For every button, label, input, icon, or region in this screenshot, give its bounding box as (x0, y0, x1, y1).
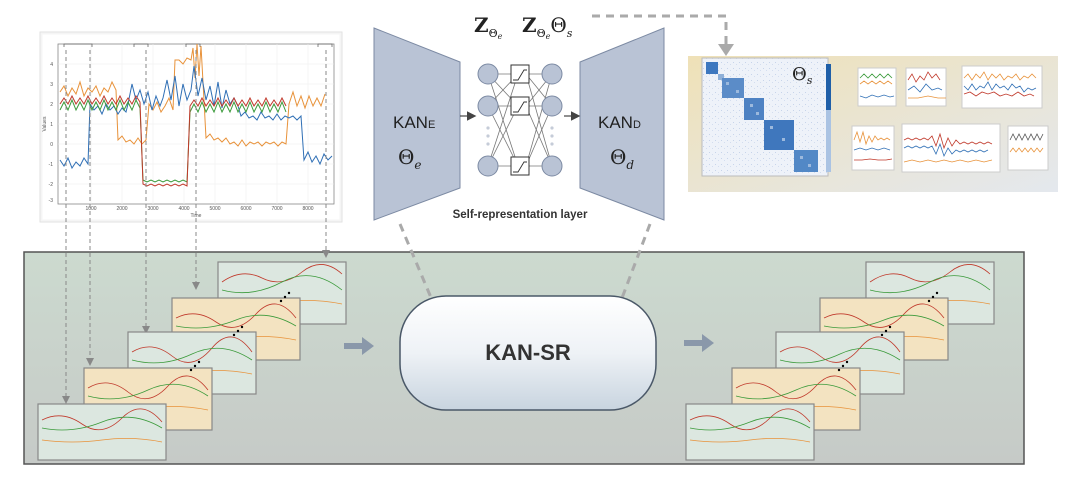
decoder-label: KAND (598, 113, 641, 132)
cluster-thumbnail (857, 67, 897, 107)
network-node (541, 63, 563, 85)
latent-formula-z: ZΘe (474, 13, 503, 41)
timeseries-plot (39, 31, 343, 223)
x-tick: 8000 (302, 206, 313, 212)
y-tick: 1 (50, 122, 53, 128)
output-window (685, 403, 815, 461)
input-window (37, 403, 167, 461)
x-tick: 2000 (116, 206, 127, 212)
network-node (477, 155, 499, 177)
output-window-stack (685, 261, 995, 461)
y-axis-label: Values (42, 116, 48, 131)
y-tick: -1 (49, 162, 54, 168)
network-node (477, 95, 499, 117)
self-representation-label: Self-representation layer (453, 209, 588, 221)
network-node (541, 95, 563, 117)
y-tick: 0 (50, 142, 53, 148)
y-tick: -2 (49, 182, 54, 188)
spline-activation-box (510, 64, 530, 84)
x-axis-label: Time (191, 213, 202, 219)
series-orange (59, 43, 326, 147)
x-tick: 5000 (209, 206, 220, 212)
series-blue (59, 65, 333, 170)
spline-activation-box (510, 96, 530, 116)
y-tick: 2 (50, 102, 53, 108)
input-arrow (344, 337, 374, 355)
output-arrow (684, 334, 714, 352)
x-tick: 7000 (271, 206, 282, 212)
encoder-trapezoid (373, 27, 461, 221)
affinity-label: Θs (792, 64, 813, 87)
x-tick: 4000 (178, 206, 189, 212)
spline-activation-box (510, 156, 530, 176)
affinity-matrix (701, 57, 829, 177)
network-node (477, 63, 499, 85)
input-window-stack (37, 261, 347, 461)
kan-sr-block (399, 295, 657, 411)
cluster-thumbnails (851, 65, 1049, 173)
x-tick: 6000 (240, 206, 251, 212)
cluster-thumbnail (1007, 125, 1049, 171)
encoder-params: Θe (398, 145, 422, 172)
x-tick: 3000 (147, 206, 158, 212)
network-node (541, 155, 563, 177)
y-tick: 4 (50, 62, 53, 68)
encoder-label: KANE (393, 113, 435, 132)
decoder-params: Θd (610, 145, 634, 172)
y-tick: 3 (50, 82, 53, 88)
x-tick: 1000 (85, 206, 96, 212)
self-representation-network (487, 73, 553, 167)
kan-sr-label: KAN-SR (485, 340, 571, 365)
decoder-trapezoid (579, 27, 665, 221)
series-red (59, 94, 287, 187)
cluster-thumbnail (901, 123, 1001, 173)
y-tick: -3 (49, 198, 54, 204)
formula-to-affinity-arrow (592, 14, 728, 48)
series-green (59, 98, 287, 183)
latent-formula-z-theta: ZΘeΘs (522, 13, 573, 41)
